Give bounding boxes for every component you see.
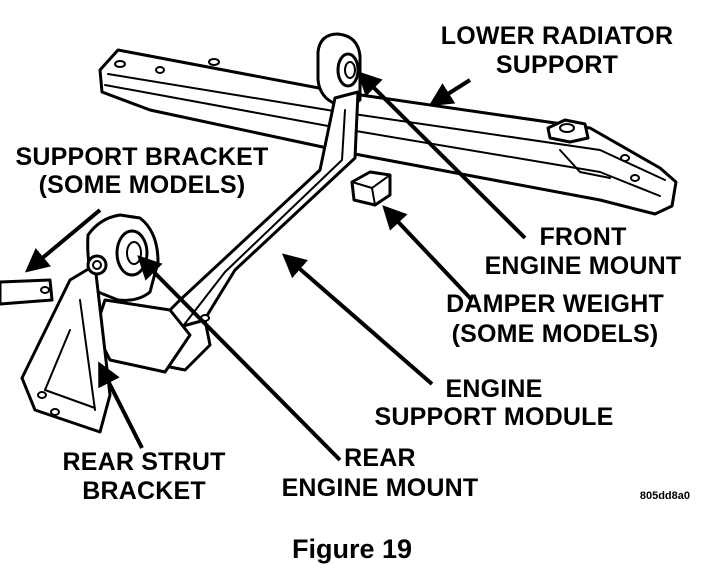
leader-rear-strut-bracket: [98, 361, 144, 449]
label-engine-support-module: ENGINE: [445, 375, 542, 403]
damper-weight-drawing: [350, 170, 392, 207]
leader-support-bracket: [24, 208, 102, 273]
label-front-engine-mount: FRONT: [539, 223, 626, 251]
label-rear-strut-bracket: REAR STRUT: [62, 448, 225, 476]
label-rear-engine-mount: REAR: [344, 444, 416, 472]
label-damper-weight: DAMPER WEIGHT: [446, 290, 664, 318]
label-front-engine-mount: ENGINE MOUNT: [485, 252, 682, 280]
label-rear-engine-mount: ENGINE MOUNT: [282, 474, 479, 502]
label-lower-radiator-support: LOWER RADIATOR: [441, 22, 673, 50]
label-engine-support-module: SUPPORT MODULE: [375, 403, 614, 431]
leader-front-engine-mount: [357, 71, 527, 240]
support-bracket-drawing: [0, 278, 54, 306]
label-rear-strut-bracket: BRACKET: [82, 477, 206, 505]
front-engine-mount-drawing: [316, 32, 362, 107]
rear-strut-bracket-drawing: [20, 254, 112, 434]
label-support-bracket: SUPPORT BRACKET: [15, 143, 268, 171]
label-support-bracket: (SOME MODELS): [39, 171, 246, 199]
image-code: 805dd8a0: [640, 490, 690, 502]
leader-damper-weight: [382, 205, 474, 302]
figure-caption: Figure 19: [292, 534, 412, 564]
leader-lower-radiator-support: [428, 78, 472, 107]
leader-lines: [24, 71, 527, 462]
leader-engine-support-module: [281, 253, 434, 386]
label-lower-radiator-support: SUPPORT: [496, 51, 618, 79]
label-damper-weight: (SOME MODELS): [452, 320, 659, 348]
leader-rear-engine-mount: [137, 255, 342, 462]
